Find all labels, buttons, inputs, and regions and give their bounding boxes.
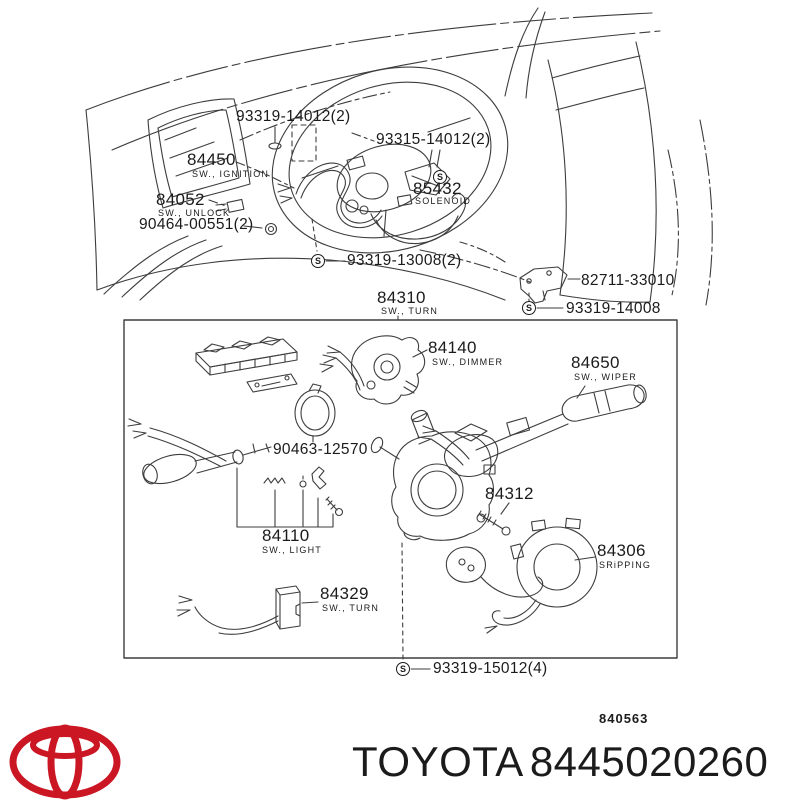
label-fastener-column: 93319-13008(2) (347, 252, 462, 269)
sublabel-solenoid: SOLENOID (415, 196, 472, 206)
label-light-switch: 84110 (262, 526, 310, 545)
connector-slab-drawing (196, 337, 297, 392)
label-screw-84312: 84312 (485, 484, 534, 503)
label-ignition-switch: 84450 (187, 150, 236, 169)
part-number: 8445020260 (529, 738, 769, 785)
combination-switch-body-drawing (369, 408, 495, 660)
sublabel-flasher-relay: SW., TURN (322, 603, 380, 613)
sublabel-ignition-switch: SW., IGNITION (192, 169, 270, 179)
screw-84312-drawing (478, 503, 510, 535)
flasher-relay-drawing (177, 586, 318, 634)
bracket-82711-drawing (460, 242, 580, 308)
label-wiper-switch: 84650 (571, 353, 620, 372)
label-bracket: 82711-33010 (581, 272, 675, 289)
label-turn-switch-assy: 84310 (377, 288, 426, 307)
label-fastener-wheel: 93315-14012(2) (376, 131, 491, 148)
wiper-stalk-drawing (418, 384, 648, 477)
s-fastener-marker: S (522, 301, 536, 315)
light-stalk-drawing (128, 419, 343, 527)
label-grommet: 90464-00551(2) (139, 216, 254, 233)
label-fastener-top: 93319-14012(2) (236, 108, 351, 125)
s-fastener-marker: S (311, 254, 325, 268)
sublabel-dimmer-switch: SW., DIMMER (432, 357, 504, 367)
connector-wire-drawing (446, 547, 542, 597)
steering-wheel-drawing (249, 39, 531, 281)
label-spiral-cable: 84306 (597, 541, 646, 560)
leader-lines-top (209, 133, 398, 320)
toyota-logo-icon (9, 724, 121, 800)
dimmer-switch-drawing (320, 336, 427, 404)
clamp-ring-drawing (295, 384, 335, 442)
label-fastener-box: 93319-15012(4) (433, 660, 548, 677)
label-unlock-switch: 84052 (156, 190, 205, 209)
ignition-harness-drawing (216, 127, 466, 244)
sublabel-light-switch: SW., LIGHT (262, 545, 323, 555)
sublabel-wiper-switch: SW., WIPER (574, 372, 638, 382)
sublabel-spiral-cable: SRiPPING (599, 560, 652, 570)
s-fastener-marker: S (433, 170, 447, 184)
label-fastener-bracket: 93319-14008 (566, 300, 661, 317)
sublabel-turn-switch-assy: SW., TURN (381, 306, 439, 316)
sublabel-unlock-switch: SW., UNLOCK (158, 208, 231, 218)
label-dimmer-switch: 84140 (428, 338, 477, 357)
label-clamp-ring: 90463-12570 (273, 441, 368, 458)
s-fastener-marker: S (396, 662, 410, 676)
label-flasher-relay: 84329 (320, 584, 369, 603)
figure-code: 840563 (599, 711, 649, 726)
parts-box-border (124, 320, 677, 658)
spiral-cable-drawing (485, 518, 597, 633)
label-solenoid: 85432 (413, 179, 462, 198)
brand-name: TOYOTA (352, 738, 524, 785)
